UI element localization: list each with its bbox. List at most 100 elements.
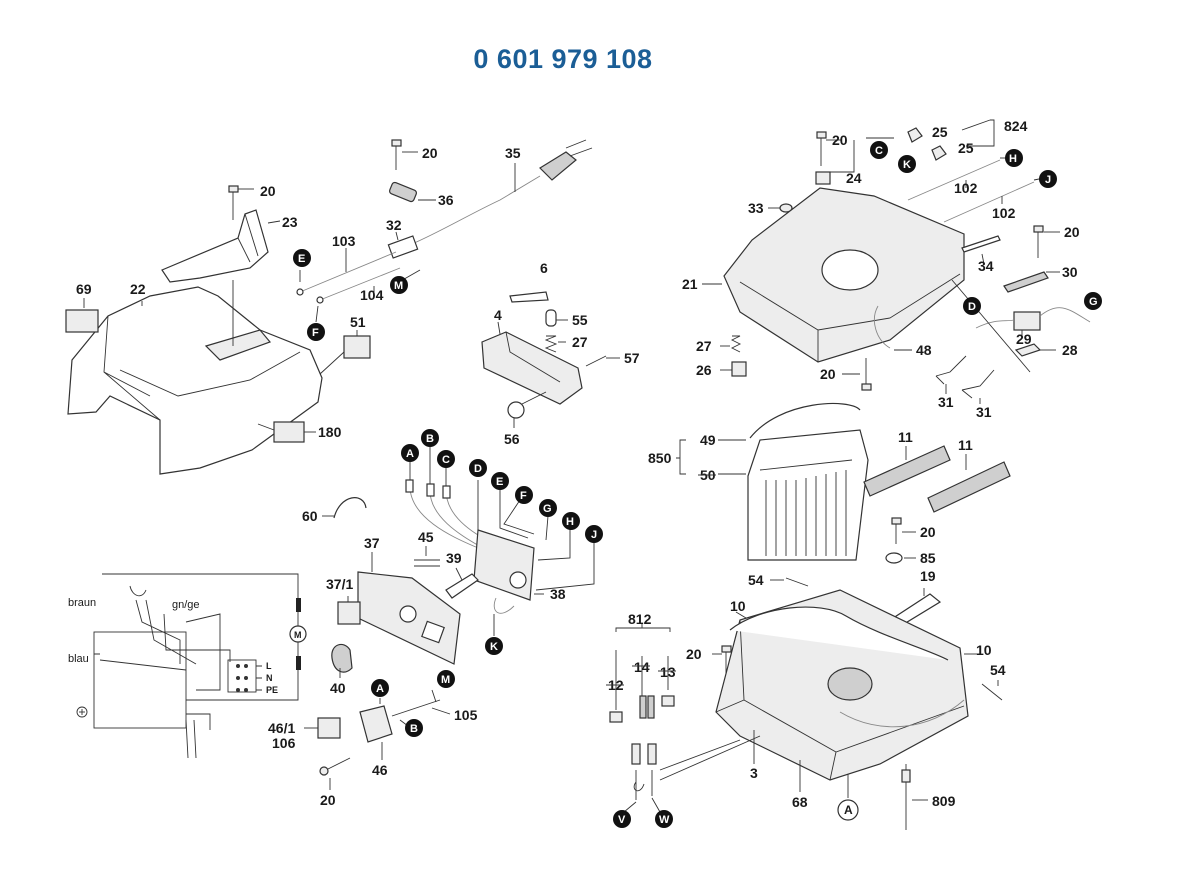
part-label: 104 <box>360 287 384 303</box>
callout-badge: D <box>474 463 482 475</box>
part-label: 21 <box>682 276 698 292</box>
part-label: 31 <box>938 394 954 410</box>
part-label: 30 <box>1062 264 1078 280</box>
part-label: 34 <box>978 258 994 274</box>
part-label: 54 <box>748 572 764 588</box>
part-label: 11 <box>958 437 973 453</box>
part-label: 106 <box>272 735 296 751</box>
part-label: 824 <box>1004 118 1028 134</box>
part-label: 51 <box>350 314 366 330</box>
motor-symbol-label: M <box>294 630 302 640</box>
wiring-schematic: braun gn/ge blau M L N PE <box>68 573 307 759</box>
callout-badge: M <box>394 280 403 292</box>
callout-badge: J <box>1045 174 1051 186</box>
part-label: 27 <box>572 334 588 350</box>
callout-badge: H <box>1009 153 1017 165</box>
part-label: 20 <box>820 366 836 382</box>
electronics-group <box>304 446 595 790</box>
part-label: 26 <box>696 362 712 378</box>
callout-badge: C <box>875 145 883 157</box>
filter-group <box>676 402 1011 631</box>
part-label: 32 <box>386 217 402 233</box>
part-label: 3 <box>750 765 758 781</box>
part-label: 10 <box>730 598 746 614</box>
callout-badge: B <box>426 433 434 445</box>
top-cover-group <box>65 185 371 475</box>
callout-letters: E M F A B C D E F G H J K A M B C K H J … <box>293 141 1102 828</box>
part-label: 69 <box>76 281 92 297</box>
part-label: 40 <box>330 680 346 696</box>
part-label: 20 <box>422 145 438 161</box>
terminal-pe: PE <box>266 685 278 695</box>
part-label: 56 <box>504 431 520 447</box>
part-label: 25 <box>932 124 948 140</box>
callout-badge: K <box>903 159 911 171</box>
part-label: 68 <box>792 794 808 810</box>
part-label: 14 <box>634 659 650 675</box>
part-label: 20 <box>920 524 936 540</box>
part-label: 39 <box>446 550 462 566</box>
diagram-title: 0 601 979 108 <box>473 44 653 74</box>
callout-badge: H <box>566 516 574 528</box>
part-label: 809 <box>932 793 956 809</box>
callout-badge: F <box>312 327 319 339</box>
part-label: 102 <box>954 180 978 196</box>
part-label: 20 <box>686 646 702 662</box>
part-label: 33 <box>748 200 764 216</box>
callout-badge: C <box>442 454 450 466</box>
part-label: 35 <box>505 145 521 161</box>
part-label: 180 <box>318 424 342 440</box>
wire-label-gnge: gn/ge <box>172 599 200 611</box>
terminal-l: L <box>266 661 272 671</box>
power-cable-group <box>296 139 593 323</box>
part-label: 24 <box>846 170 862 186</box>
callout-badge: F <box>520 490 527 502</box>
part-label: 20 <box>1064 224 1080 240</box>
part-label: 36 <box>438 192 454 208</box>
part-label: 57 <box>624 350 640 366</box>
part-label: 49 <box>700 432 716 448</box>
switch-housing-group <box>481 291 620 428</box>
callout-badge: M <box>441 674 450 686</box>
part-label: 22 <box>130 281 146 297</box>
part-label: 20 <box>320 792 336 808</box>
part-label: 105 <box>454 707 478 723</box>
part-label: 102 <box>992 205 1016 221</box>
callout-badge: E <box>496 476 503 488</box>
part-label: 20 <box>832 132 848 148</box>
part-label: 11 <box>898 429 913 445</box>
callout-badge: G <box>543 503 552 515</box>
part-label: 31 <box>976 404 992 420</box>
part-label: 13 <box>660 664 676 680</box>
base-group <box>712 589 1003 830</box>
part-label: 38 <box>550 586 566 602</box>
part-label: 37 <box>364 535 380 551</box>
part-label: 850 <box>648 450 672 466</box>
part-label: 55 <box>572 312 588 328</box>
callout-badge: W <box>659 814 670 826</box>
wire-label-blau: blau <box>68 653 89 665</box>
part-label: 60 <box>302 508 318 524</box>
part-label: 28 <box>1062 342 1078 358</box>
part-label: 85 <box>920 550 936 566</box>
part-label: 4 <box>494 307 502 323</box>
part-label: 25 <box>958 140 974 156</box>
part-label: 23 <box>282 214 298 230</box>
callout-badge: D <box>968 301 976 313</box>
callout-badge: A <box>376 683 384 695</box>
part-label: 103 <box>332 233 356 249</box>
part-label: 46 <box>372 762 388 778</box>
callout-badge: V <box>618 814 626 826</box>
part-label: 48 <box>916 342 932 358</box>
upper-housing-group <box>702 119 1091 404</box>
part-label: 812 <box>628 611 652 627</box>
part-label: 54 <box>990 662 1006 678</box>
strike-marks <box>606 474 716 686</box>
connector-kit-group <box>609 624 761 813</box>
callout-badge: G <box>1089 296 1098 308</box>
terminal-n: N <box>266 673 273 683</box>
callout-badge: K <box>490 641 498 653</box>
part-number-labels: 20 23 69 22 180 51 20 36 35 32 103 104 6… <box>76 118 1080 810</box>
part-label: 6 <box>540 260 548 276</box>
